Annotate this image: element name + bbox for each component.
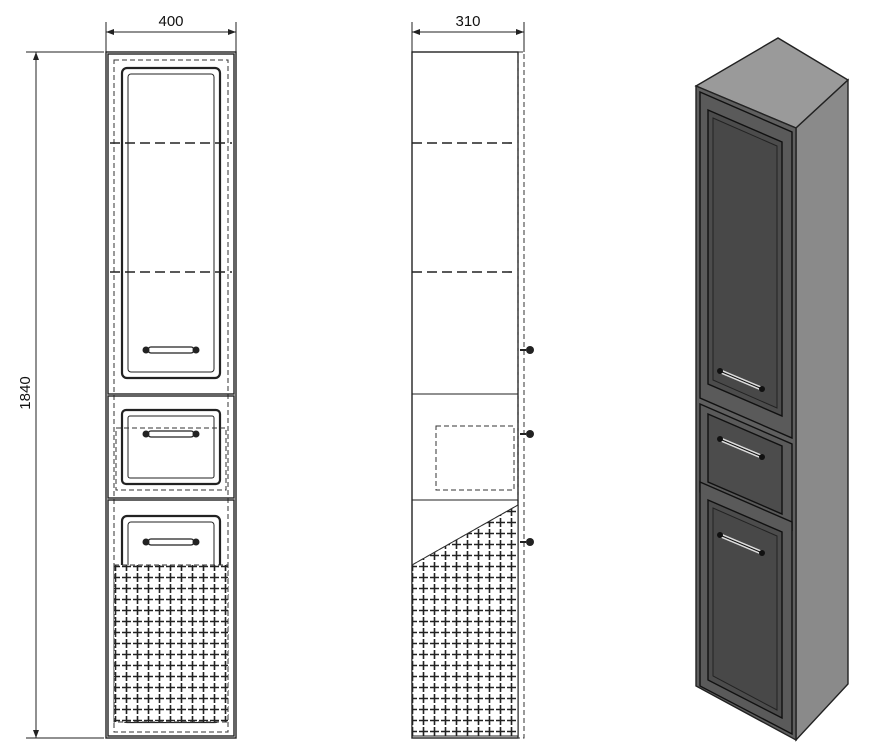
upper-door-handle	[142, 346, 200, 354]
side-depth-label: 310	[455, 13, 480, 30]
cabinet-upper-door	[699, 90, 793, 440]
height-dimension: 1840	[17, 51, 104, 739]
lower-door	[107, 499, 235, 737]
upper-door	[107, 53, 235, 395]
drawer	[107, 395, 235, 499]
front-width-dimension: 400	[105, 13, 237, 52]
cabinet-side	[795, 78, 849, 742]
height-label: 1840	[17, 376, 34, 409]
lower-door-handle	[142, 538, 200, 546]
front-view: 400 1840	[17, 13, 237, 739]
front-width-label: 400	[158, 13, 183, 30]
cabinet-3d-view	[694, 37, 850, 742]
cabinet-lower-door	[699, 480, 793, 736]
cabinet-drawer	[699, 402, 793, 532]
side-depth-dimension: 310	[411, 13, 525, 52]
front-carcass	[105, 51, 237, 739]
side-handles	[520, 346, 534, 546]
drawer-handle	[142, 430, 200, 438]
side-drawer-box	[435, 425, 515, 491]
side-laundry-basket	[411, 504, 519, 737]
laundry-basket	[114, 565, 228, 722]
side-view: 310	[411, 13, 534, 739]
